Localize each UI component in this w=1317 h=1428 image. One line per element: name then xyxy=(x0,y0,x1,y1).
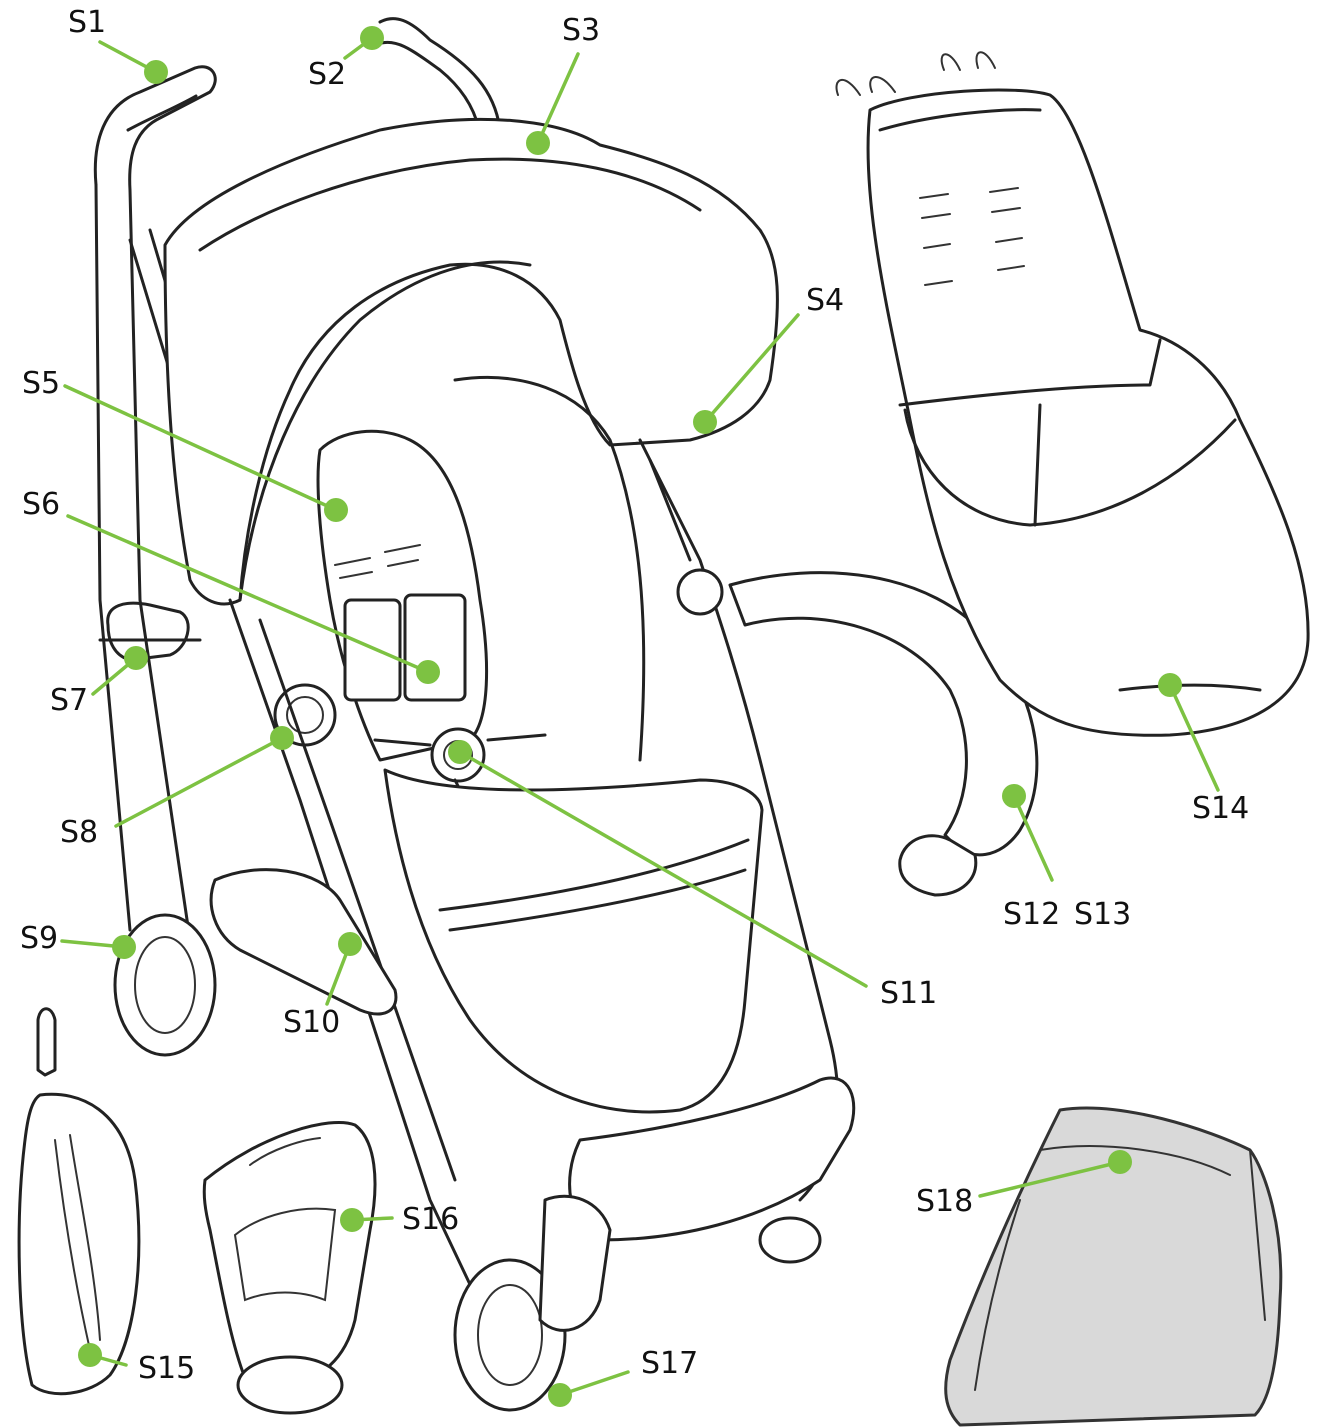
callout-dot-s16 xyxy=(340,1208,364,1232)
callout-label-s17: S17 xyxy=(641,1346,698,1381)
front-handle xyxy=(378,17,502,132)
callout-label-s13: S13 xyxy=(1074,897,1131,932)
leader-line-s6 xyxy=(66,514,430,674)
leader-line-s12-s13 xyxy=(1012,794,1054,882)
callout-label-s8: S8 xyxy=(60,815,98,850)
callout-label-s10: S10 xyxy=(283,1005,340,1040)
callout-dot-s10 xyxy=(338,932,362,956)
cup-holder xyxy=(202,1121,377,1415)
rear-frame xyxy=(93,65,217,942)
footmuff-body xyxy=(866,88,1310,737)
callout-dot-s14 xyxy=(1158,673,1182,697)
rain-cover-body xyxy=(944,1106,1283,1427)
callout-label-s4: S4 xyxy=(806,283,844,318)
shoulder-pad-right xyxy=(403,593,467,702)
leader-line-s5 xyxy=(63,384,338,512)
leader-line-s8 xyxy=(114,736,284,828)
callout-dot-s1 xyxy=(144,60,168,84)
callout-label-s12: S12 xyxy=(1003,897,1060,932)
bumper-clip xyxy=(898,834,978,897)
callout-label-s16: S16 xyxy=(402,1202,459,1237)
callout-label-s9: S9 xyxy=(20,921,58,956)
callout-label-s6: S6 xyxy=(22,487,60,522)
callout-dot-s7 xyxy=(124,646,148,670)
callout-label-s5: S5 xyxy=(22,366,60,401)
leader-line-s3 xyxy=(536,52,580,145)
callout-dot-s6 xyxy=(416,660,440,684)
canopy xyxy=(163,117,779,606)
storage-bag xyxy=(17,1007,141,1396)
rear-wheel xyxy=(113,913,217,1057)
callout-label-s1: S1 xyxy=(68,5,106,40)
callout-dot-s5 xyxy=(324,498,348,522)
callout-dot-s11 xyxy=(448,740,472,764)
callout-dot-s3 xyxy=(526,131,550,155)
rear-frame-inner xyxy=(94,183,132,932)
rain-cover xyxy=(944,1106,1283,1427)
callout-dot-s12-s13 xyxy=(1002,784,1026,808)
cup-holder-bracket xyxy=(106,601,190,662)
storage-bag-body xyxy=(17,1092,141,1396)
callout-label-s11: S11 xyxy=(880,976,937,1011)
callout-dot-s2 xyxy=(360,26,384,50)
callout-label-s7: S7 xyxy=(50,683,88,718)
callout-label-s3: S3 xyxy=(562,13,600,48)
leader-line-s14 xyxy=(1168,683,1220,792)
callout-dot-s15 xyxy=(78,1343,102,1367)
leader-line-s4 xyxy=(703,313,800,424)
leader-line-s11 xyxy=(458,750,868,988)
callout-label-s14: S14 xyxy=(1192,791,1249,826)
footmuff xyxy=(835,51,1310,737)
callout-label-s15: S15 xyxy=(138,1351,195,1386)
front-wheel xyxy=(453,1258,567,1412)
callout-dot-s8 xyxy=(270,726,294,750)
callout-dot-s17 xyxy=(548,1383,572,1407)
callout-label-s18: S18 xyxy=(916,1184,973,1219)
shoulder-pad-left xyxy=(343,598,402,702)
seat-base xyxy=(383,768,764,1114)
stroller xyxy=(93,17,1039,1412)
callout-dot-s9 xyxy=(112,935,136,959)
bumper-bar xyxy=(728,571,1039,857)
cup-holder-base xyxy=(236,1355,344,1415)
bumper-hinge xyxy=(676,568,724,616)
cup-holder-body xyxy=(202,1121,377,1384)
side-panel xyxy=(209,868,398,1016)
callout-dot-s18 xyxy=(1108,1150,1132,1174)
leader-line-s18 xyxy=(978,1160,1122,1198)
callout-label-s2: S2 xyxy=(308,57,346,92)
callout-dot-s4 xyxy=(693,410,717,434)
